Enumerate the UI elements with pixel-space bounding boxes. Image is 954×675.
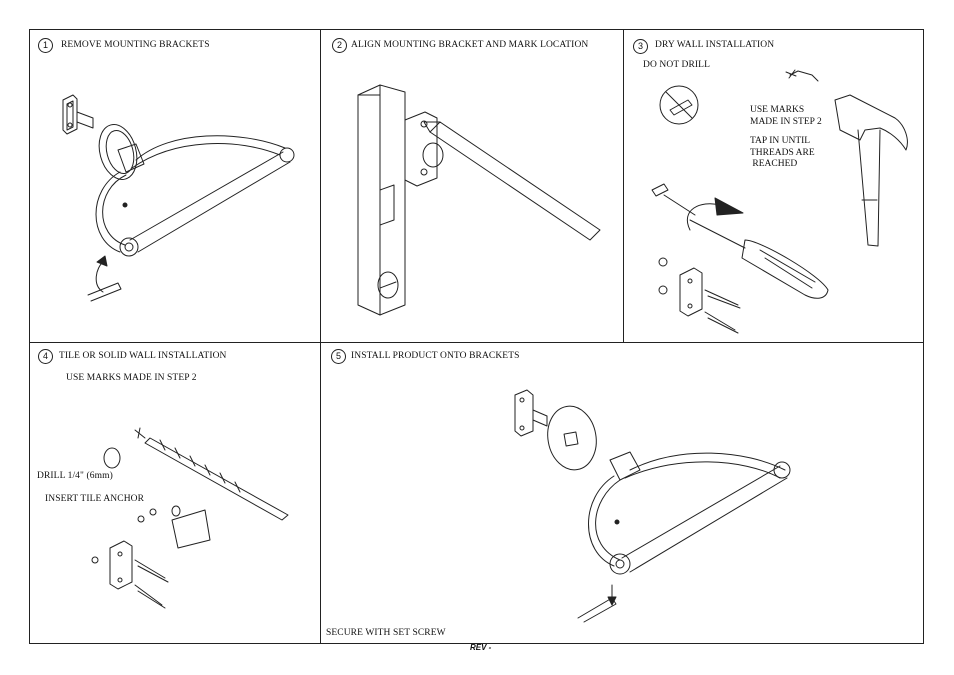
do-not-drill-note: DO NOT DRILL [643,60,710,70]
step1-hex-key [87,282,122,302]
step4-bracket [109,540,133,590]
no-drill-icon [659,85,699,125]
rotate-arrow-icon [686,203,721,231]
step5-towel-bar [621,465,781,559]
step5-wall-bracket [514,389,534,437]
step1-wall-bracket [62,94,78,135]
step2-align-illustration [357,84,601,316]
step1-towel-bar-illustration [62,94,295,302]
step-4-number: 4 [38,349,53,364]
step1-towel-bar [129,151,284,241]
screwdriver-icon [689,219,746,249]
drill-bit-icon [144,437,289,521]
step1-round-base [98,124,138,180]
step-4-title: TILE OR SOLID WALL INSTALLATION [59,351,227,361]
step1-rotate-arrow [95,261,104,293]
tap-in-note: TAP IN UNTIL THREADS ARE REACHED [750,136,815,169]
hammer-icon [834,94,908,151]
use-marks-note: USE MARKS MADE IN STEP 2 [750,105,822,127]
step5-arc-arm [629,452,786,471]
step-5-number: 5 [331,349,346,364]
step-5-title: INSTALL PRODUCT ONTO BRACKETS [351,351,520,361]
col-divider-2 [623,29,624,342]
step-2-title: ALIGN MOUNTING BRACKET AND MARK LOCATION [351,40,589,50]
use-marks-step4-note: USE MARKS MADE IN STEP 2 [66,373,197,383]
step4-tile-illustration [91,427,289,609]
step-1-number: 1 [38,38,53,53]
step-3-number: 3 [633,39,648,54]
revision-label: REV - [470,643,492,652]
step3-bracket [679,267,703,317]
step2-bracket [404,111,438,187]
row-divider [29,342,924,343]
drill-size-note: DRILL 1/4" (6mm) [37,471,113,481]
step2-pencil [429,121,601,241]
step5-hex-key [577,597,617,623]
step-3-title: DRY WALL INSTALLATION [655,40,775,50]
step5-install-illustration [514,389,791,623]
step1-arc-arm [135,135,286,161]
step-1-title: REMOVE MOUNTING BRACKETS [61,40,210,50]
set-screw-note: SECURE WITH SET SCREW [326,628,446,638]
step-2-number: 2 [332,38,347,53]
insert-anchor-note: INSERT TILE ANCHOR [45,494,145,504]
step2-wall-board [357,84,406,316]
instruction-sheet-frame [29,29,924,644]
col-divider-1 [320,29,321,644]
step3-drywall-illustration [651,69,908,334]
step5-round-base [547,405,597,471]
tile-anchor-icon [171,509,211,549]
